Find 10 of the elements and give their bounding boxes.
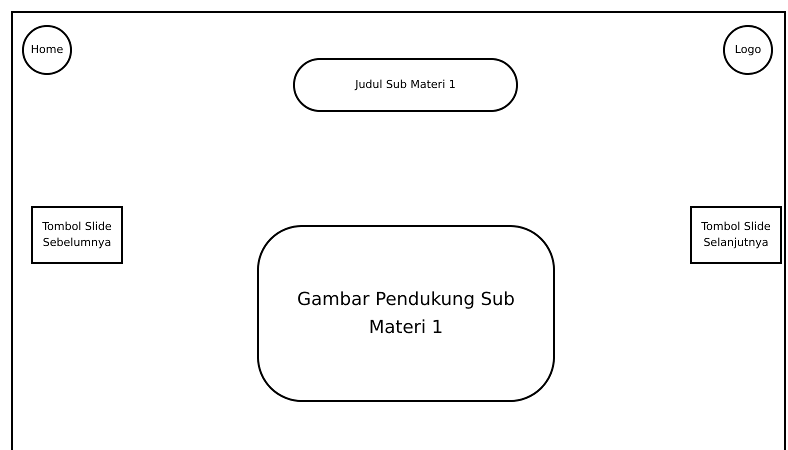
title-pill <box>293 58 518 112</box>
node-label: Logo <box>734 42 762 58</box>
node-label: Tombol Slide Sebelumnya <box>41 219 113 251</box>
image-placeholder-box <box>257 225 555 402</box>
node-label: Gambar Pendukung Sub Materi 1 <box>296 288 516 340</box>
previous-slide-button <box>31 206 123 264</box>
next-slide-button <box>690 206 782 264</box>
node-label: Judul Sub Materi 1 <box>355 76 456 93</box>
node-label: Home <box>30 42 64 58</box>
node-label: Tombol Slide Selanjutnya <box>700 219 772 251</box>
